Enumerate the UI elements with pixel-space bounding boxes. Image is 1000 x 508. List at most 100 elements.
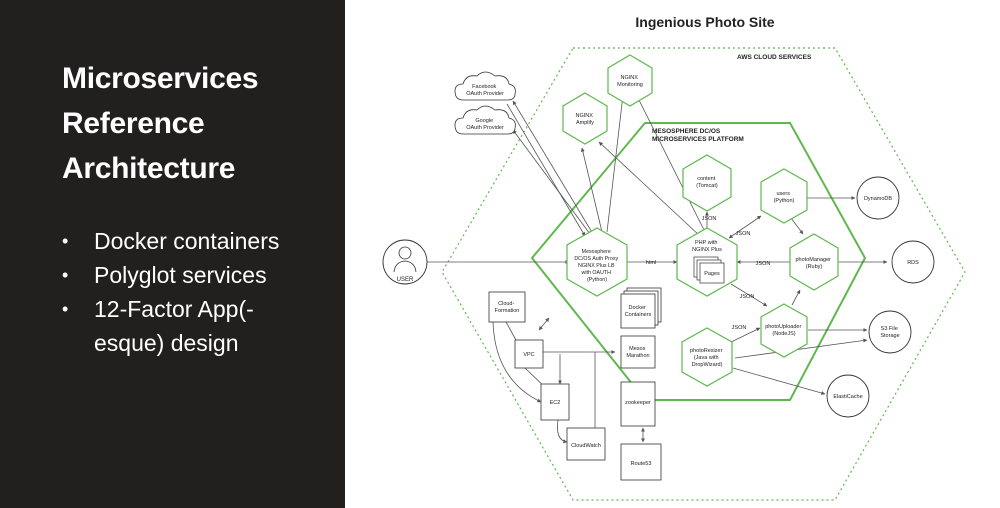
hex-label-line: photoManager: [795, 257, 831, 263]
bullet-item-polyglot: • Polyglot services: [62, 258, 279, 292]
left-panel: Microservices Reference Architecture •Do…: [0, 0, 345, 508]
edge-google-auth: [512, 129, 591, 235]
edge-ec2-cloudwatch: [557, 419, 568, 444]
hex-auth-proxy: Mesosphere DC/OS Auth Proxy NGINX Plus L…: [566, 227, 628, 297]
edge-auth-monitoring: [606, 94, 625, 233]
box-label-line: Formation: [495, 308, 520, 314]
hex-label-line: photoResizer: [690, 348, 723, 354]
hex-label-line: photoUploader: [765, 324, 801, 330]
cloud-google-shape: [454, 105, 516, 135]
box-ec2-shape: [540, 383, 570, 421]
user-node: USER: [382, 239, 428, 285]
bullet-text: 12-Factor App(-: [94, 296, 254, 322]
circle-s3: S3 File Storage: [868, 310, 912, 354]
box-zookeeper-label: zookeeper: [625, 400, 651, 406]
hex-label-line: DC/OS Auth Proxy: [574, 256, 618, 262]
circle-rds-label: RDS: [907, 260, 919, 266]
box-cloudformation-shape: [488, 291, 526, 323]
hex-nginx-amplify: NGINX Amplify: [562, 92, 608, 145]
hex-label-line: (Python): [774, 198, 795, 204]
hex-label-line: (Tomcat): [696, 183, 718, 189]
hex-label-line: NGINX: [576, 113, 594, 119]
hex-php-label: PHP with NGINX Plus: [692, 240, 722, 253]
circle-dynamodb: DynamoDB: [856, 176, 900, 220]
edge-resizer-elasticache: [732, 367, 826, 395]
bullet-dot: •: [62, 299, 69, 319]
box-vpc-label: VPC: [523, 352, 534, 358]
mesosphere-label-line: MICROSERVICES PLATFORM: [652, 136, 744, 143]
edge-cloudformation-ec2: [492, 321, 542, 403]
hex-nginx-amplify-label: NGINX Amplify: [576, 113, 595, 126]
box-mesos-label: Mesos Marathon: [626, 346, 649, 359]
box-vpc-shape: [514, 339, 544, 369]
hex-photouploader: photoUploader (NodeJS): [760, 303, 808, 358]
hex-users-label: users (Python): [774, 191, 795, 204]
box-cloudformation: Cloud- Formation: [488, 291, 526, 323]
user-head: [398, 246, 412, 260]
box-label-line: Docker: [629, 305, 647, 311]
hexagon-node: [607, 54, 653, 107]
box-vpc: VPC: [514, 339, 544, 369]
circle-elasticache: ElastiCache: [826, 374, 870, 418]
hex-label-line: (Java with: [694, 355, 719, 361]
circle-node: [868, 310, 912, 354]
box-ec2: EC2: [540, 383, 570, 421]
circle-s3-line: Storage: [880, 333, 899, 339]
box-label-line: Containers: [625, 312, 652, 318]
hex-content-label: content (Tomcat): [696, 176, 718, 189]
box-mesos-shape: [620, 335, 656, 369]
diagram-canvas: Ingenious Photo Site AWS CLOUD SERVICES …: [382, 14, 966, 501]
edge-cloudformation-vpc: [504, 319, 518, 343]
cloud-google-line: Google: [475, 118, 493, 124]
hexagon-node: [760, 168, 808, 224]
box-docker-label: Docker Containers: [625, 305, 652, 318]
edge-label-json-manager: JSON: [756, 261, 771, 267]
circle-s3-label: S3 File Storage: [880, 326, 899, 339]
circle-rds: RDS: [891, 240, 935, 284]
hex-label-line: (Python): [587, 277, 607, 283]
user-body: [393, 260, 417, 273]
mesosphere-label: MESOSPHERE DC/OS MICROSERVICES PLATFORM: [652, 128, 744, 143]
edge-vpc-cloudformation: [538, 317, 550, 331]
hexagon-node: [562, 92, 608, 145]
docker-stack-front: [620, 293, 656, 329]
hex-label-line: users: [777, 191, 791, 197]
hex-label-line: Mesosphere: [582, 249, 611, 255]
hex-users: users (Python): [760, 168, 808, 224]
hex-label-line: NGINX Plus LB: [578, 263, 615, 269]
hex-label-line: DropWizard): [692, 362, 723, 368]
box-zookeeper-shape: [620, 381, 656, 427]
edge-auth-facebook: [506, 103, 586, 237]
edge-resizer-s3: [734, 338, 868, 359]
diagram-title: Ingenious Photo Site: [635, 14, 774, 30]
cloud-google-line: OAuth Provider: [466, 125, 504, 131]
hex-photouploader-label: photoUploader (NodeJS): [765, 324, 803, 337]
hexagon-node: [760, 303, 808, 358]
bullet-item-docker: •Docker containers: [62, 224, 279, 258]
hexagon-node: [682, 154, 732, 212]
hexagon-node: [566, 227, 628, 297]
cloud-facebook-label: Facebook OAuth Provider: [466, 84, 504, 97]
hex-nginx-monitoring-label: NGINX Monitoring: [617, 75, 643, 88]
bullet-dot: •: [62, 265, 69, 285]
slide-title: Microservices Reference Architecture: [62, 56, 259, 191]
circle-node: [826, 374, 870, 418]
bullet-dot: •: [62, 231, 69, 251]
hex-content: content (Tomcat): [682, 154, 732, 212]
box-route53-label: Route53: [631, 461, 652, 467]
edge-label-json-uploader: JSON: [740, 294, 755, 300]
slide-title-line-1: Microservices: [62, 62, 259, 95]
hex-label-line: NGINX: [621, 75, 639, 81]
cloud-icon: Google OAuth Provider: [454, 105, 516, 135]
pages-label: Pages: [704, 271, 720, 277]
box-route53-shape: [620, 443, 662, 481]
bullet-text-continued: esque) design: [94, 330, 239, 356]
bullet-list: •Docker containers • Polyglot services • 1…: [62, 224, 279, 360]
box-zookeeper: zookeeper: [620, 381, 656, 427]
cloud-google-label: Google OAuth Provider: [466, 118, 504, 131]
box-cloudwatch-shape: [566, 427, 606, 461]
bullet-text: Polyglot services: [94, 262, 267, 288]
edge-auth-amplify: [580, 147, 603, 233]
box-mesos-marathon: Mesos Marathon: [620, 335, 656, 369]
